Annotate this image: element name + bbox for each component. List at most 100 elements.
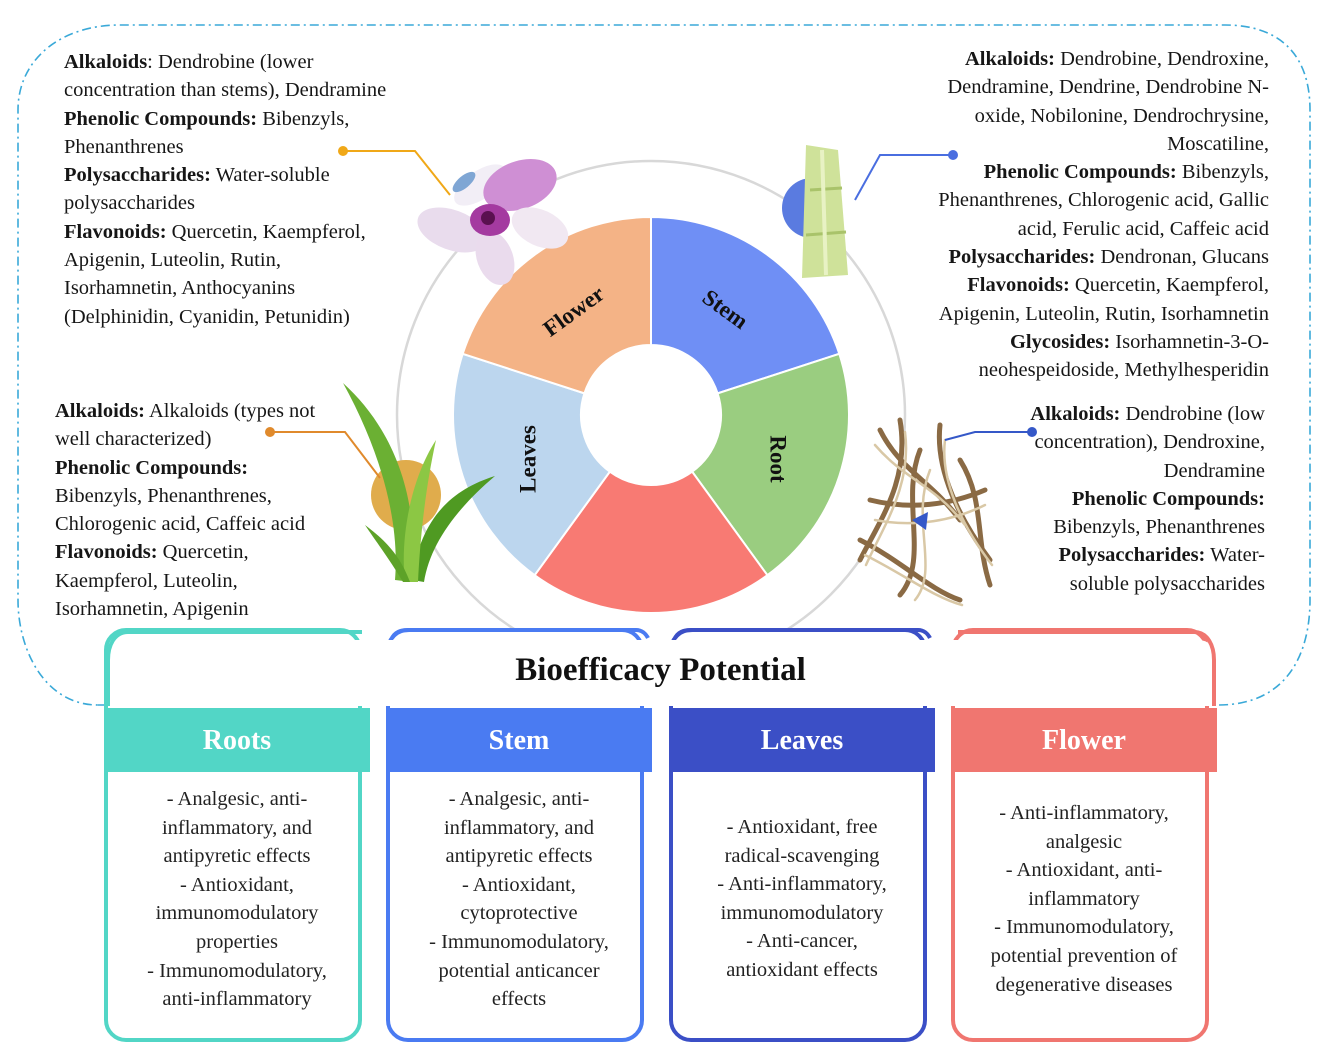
compound-list-text: Apigenin, Luteolin, Rutin, bbox=[64, 249, 281, 272]
effect-line: antipyretic effects bbox=[163, 845, 311, 868]
compound-list-text: Alkaloids (types not bbox=[145, 400, 316, 422]
compound-line: Isorhamnetin, Apigenin bbox=[55, 595, 315, 623]
compound-line: Moscatiline, bbox=[938, 130, 1269, 158]
compound-line: Bibenzyls, Phenanthrenes, bbox=[55, 482, 315, 510]
effect-line: immunomodulatory bbox=[155, 902, 319, 925]
compound-list-text: Bibenzyls, Phenanthrenes bbox=[1053, 516, 1265, 539]
compound-list-text: Water-soluble bbox=[210, 164, 330, 187]
compound-line: Phenanthrenes bbox=[64, 133, 386, 161]
effect-line: - Antioxidant, anti- bbox=[1005, 859, 1163, 882]
compound-line: oxide, Nobilonine, Dendrochrysine, bbox=[938, 102, 1269, 130]
compound-list-text: Phenanthrenes bbox=[64, 135, 184, 158]
compound-list-text: Isorhamnetin, Apigenin bbox=[55, 598, 249, 621]
band-flower: Flower bbox=[951, 708, 1217, 772]
compound-list-text: Quercetin, bbox=[157, 541, 249, 564]
compound-list-text: Chlorogenic acid, Caffeic acid bbox=[55, 513, 306, 536]
compound-list-text: Isorhamnetin, Anthocyanins bbox=[64, 277, 296, 300]
compound-list-text: acid, Ferulic acid, Caffeic acid bbox=[1017, 217, 1269, 240]
compound-class-label: Polysaccharides: bbox=[948, 246, 1096, 269]
compound-list-text: polysaccharides bbox=[64, 192, 195, 215]
effect-line: inflammatory, and bbox=[161, 816, 313, 839]
effect-line: potential anticancer bbox=[438, 959, 600, 982]
effect-line: analgesic bbox=[1045, 830, 1123, 853]
compound-class-label: Polysaccharides: bbox=[64, 164, 211, 187]
compound-line: (Delphinidin, Cyanidin, Petunidin) bbox=[64, 303, 386, 331]
compound-line: Alkaloids: Alkaloids (types not bbox=[55, 397, 315, 425]
compound-line: Alkaloids: Dendrobine (low bbox=[1030, 400, 1265, 428]
compound-list-text: Dendronan, Glucans bbox=[1095, 246, 1269, 269]
bioefficacy-title: Bioefficacy Potential bbox=[515, 652, 806, 688]
compound-line: Chlorogenic acid, Caffeic acid bbox=[55, 510, 315, 538]
compound-class-label: Phenolic Compounds: bbox=[1071, 487, 1265, 510]
compound-line: Glycosides: Isorhamnetin-3-O- bbox=[938, 328, 1269, 356]
compound-list-text: Dendrobine, Dendroxine, bbox=[1054, 48, 1269, 70]
effect-line: - Analgesic, anti- bbox=[448, 788, 590, 810]
compound-line: Flavonoids: Quercetin, Kaempferol, bbox=[64, 218, 386, 246]
flower-effects-text: - Anti-inflammatory, analgesic - Antioxida… bbox=[959, 799, 1209, 999]
compound-list-text: Quercetin, Kaempferol, bbox=[1069, 274, 1269, 297]
effect-line: inflammatory bbox=[1028, 887, 1140, 910]
compound-list-text: Apigenin, Luteolin, Rutin, Isorhamnetin bbox=[938, 302, 1269, 325]
compound-line: Phenanthrenes, Chlorogenic acid, Gallic bbox=[938, 186, 1269, 214]
compound-line: soluble polysaccharides bbox=[1030, 570, 1265, 598]
compound-line: neohespeidoside, Methylhesperidin bbox=[938, 356, 1269, 384]
roots-effects-text: - Analgesic, anti-inflammatory, and antip… bbox=[112, 785, 362, 1014]
effect-line: - Analgesic, anti- bbox=[166, 788, 308, 810]
compound-list-text: Dendramine bbox=[1163, 459, 1265, 482]
wheel-segment-leaves bbox=[452, 352, 612, 577]
effect-line: - Anti-inflammatory, bbox=[999, 802, 1169, 824]
band-roots: Roots bbox=[104, 708, 370, 772]
compound-class-label: Alkaloids: bbox=[964, 48, 1055, 70]
compound-line: acid, Ferulic acid, Caffeic acid bbox=[938, 215, 1269, 243]
compound-line: Polysaccharides: Water- bbox=[1030, 541, 1265, 569]
effect-line: anti-inflammatory bbox=[162, 988, 312, 1011]
compound-list-text: Bibenzyls, Phenanthrenes, bbox=[55, 484, 272, 507]
connector-stem bbox=[854, 150, 958, 201]
compound-list-text: oxide, Nobilonine, Dendrochrysine, bbox=[974, 104, 1269, 127]
compound-line: concentration), Dendroxine, bbox=[1030, 428, 1265, 456]
compound-list-text: concentration), Dendroxine, bbox=[1034, 431, 1265, 454]
compound-list-text: Quercetin, Kaempferol, bbox=[166, 220, 366, 243]
compound-line: Flavonoids: Quercetin, bbox=[55, 538, 315, 566]
effect-line: - Anti-cancer, bbox=[746, 930, 858, 953]
connector-flower bbox=[338, 146, 451, 196]
compound-line: Flavonoids: Quercetin, Kaempferol, bbox=[938, 271, 1269, 299]
compound-line: Polysaccharides: Water-soluble bbox=[64, 161, 386, 189]
compound-line: Kaempferol, Luteolin, bbox=[55, 567, 315, 595]
compound-line: Apigenin, Luteolin, Rutin, bbox=[64, 246, 386, 274]
compound-line: Dendramine bbox=[1030, 457, 1265, 485]
compound-class-label: Flavonoids: bbox=[55, 541, 158, 564]
effect-line: - Immunomodulatory, bbox=[429, 930, 609, 953]
leaves-image bbox=[343, 383, 495, 582]
compound-line: Dendramine, Dendrine, Dendrobine N- bbox=[938, 73, 1269, 101]
compound-class-label: Alkaloids bbox=[64, 51, 148, 73]
effect-line: properties bbox=[196, 930, 278, 953]
compound-list-text: Moscatiline, bbox=[1167, 132, 1269, 155]
wheel-segment-bottom bbox=[533, 470, 769, 614]
compound-list-text: : Dendrobine (lower bbox=[147, 51, 314, 73]
connector-leaves bbox=[265, 427, 381, 479]
compound-line: well characterized) bbox=[55, 425, 315, 453]
compound-list-text: Water- bbox=[1205, 544, 1265, 567]
effect-line: - Antioxidant, bbox=[462, 873, 576, 896]
compound-line: Bibenzyls, Phenanthrenes bbox=[1030, 513, 1265, 541]
compound-list-text: Dendramine, Dendrine, Dendrobine N- bbox=[947, 76, 1269, 99]
compound-list-text: soluble polysaccharides bbox=[1069, 572, 1265, 595]
compound-line: Phenolic Compounds: bbox=[55, 454, 315, 482]
effect-line: - Antioxidant, bbox=[180, 873, 294, 896]
band-stem: Stem bbox=[386, 708, 652, 772]
wheel-label-root: Root bbox=[766, 435, 791, 483]
wheel-label-leaves: Leaves bbox=[515, 425, 540, 493]
compound-class-label: Alkaloids: bbox=[1030, 403, 1121, 425]
orchid-flower-image bbox=[417, 158, 569, 286]
connector-root bbox=[944, 427, 1037, 441]
compound-list-text: (Delphinidin, Cyanidin, Petunidin) bbox=[64, 305, 350, 328]
compound-list-text: Kaempferol, Luteolin, bbox=[55, 569, 238, 592]
effect-line: - Antioxidant, free bbox=[726, 816, 878, 838]
effect-line: radical-scavenging bbox=[724, 844, 880, 867]
compound-line: Apigenin, Luteolin, Rutin, Isorhamnetin bbox=[938, 300, 1269, 328]
